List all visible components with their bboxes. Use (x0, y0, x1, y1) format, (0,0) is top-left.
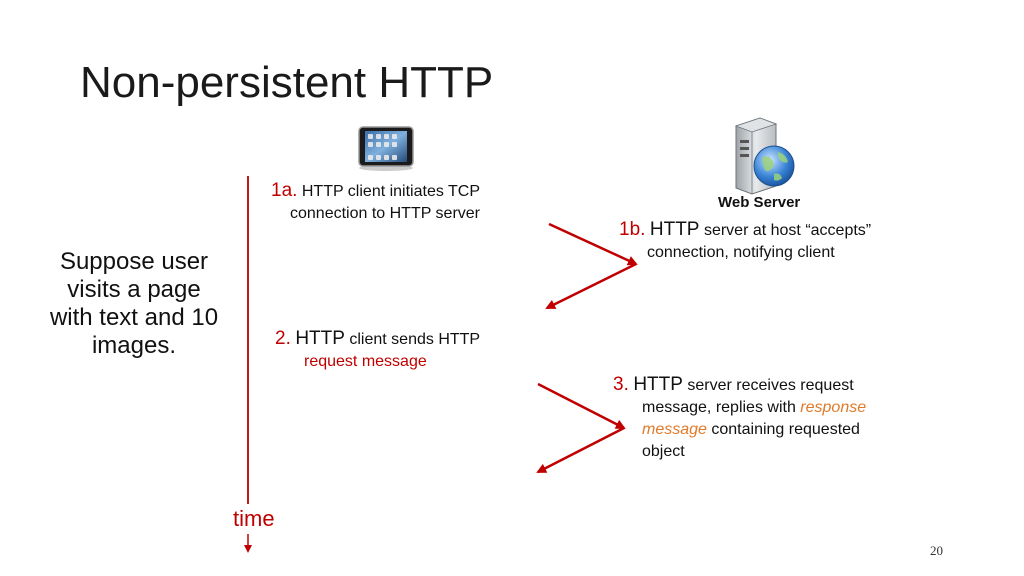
step-3-line1: server receives request (687, 377, 854, 394)
arrow-request-2 (537, 382, 626, 430)
step-1a-line1: HTTP client initiates TCP (301, 183, 481, 200)
arrow-request-1 (548, 222, 638, 266)
step-1a: 1a. HTTP client initiates TCP connection… (271, 180, 480, 225)
step-3-number: 3. (613, 374, 629, 395)
step-3-message-word: message (642, 421, 707, 438)
step-3-line4: object (642, 443, 685, 460)
web-server-label: Web Server (718, 194, 801, 211)
step-1b-line1: server at host “accepts” (703, 222, 872, 239)
step-1b: 1b. HTTP server at host “accepts” connec… (619, 219, 871, 264)
scenario-line: Suppose user (59, 248, 209, 275)
step-2-number: 2. (275, 328, 291, 349)
scenario-line: visits a page (67, 276, 201, 303)
arrow-response-2 (536, 426, 625, 474)
step-2-line1: client sends HTTP (349, 331, 481, 348)
web-server-icon (730, 116, 798, 196)
step-1b-http: HTTP (649, 219, 700, 240)
step-1b-line2: connection, notifying client (647, 244, 835, 261)
page-title: Non-persistent HTTP (80, 58, 494, 107)
step-2: 2. HTTP client sends HTTP request messag… (275, 328, 480, 373)
step-3-line2a: message, replies with (642, 399, 796, 416)
scenario-text: Suppose user visits a page with text and… (34, 248, 234, 360)
step-3-http: HTTP (633, 374, 683, 395)
step-3-response-word: response (800, 399, 867, 416)
step-3: 3. HTTP server receives request message,… (613, 374, 866, 463)
step-2-http: HTTP (295, 328, 345, 349)
step-1a-line2: connection to HTTP server (290, 205, 481, 222)
page-number: 20 (930, 543, 943, 558)
scenario-line: with text and 10 (49, 304, 219, 331)
step-1a-number: 1a. (271, 180, 298, 201)
step-1b-number: 1b. (619, 219, 646, 240)
time-label: time (233, 506, 275, 531)
step-3-line3: containing requested (711, 421, 860, 438)
arrow-response-1 (545, 262, 637, 310)
scenario-line: images. (91, 332, 177, 359)
step-2-line2: request message (304, 353, 427, 370)
tablet-icon (358, 126, 414, 172)
